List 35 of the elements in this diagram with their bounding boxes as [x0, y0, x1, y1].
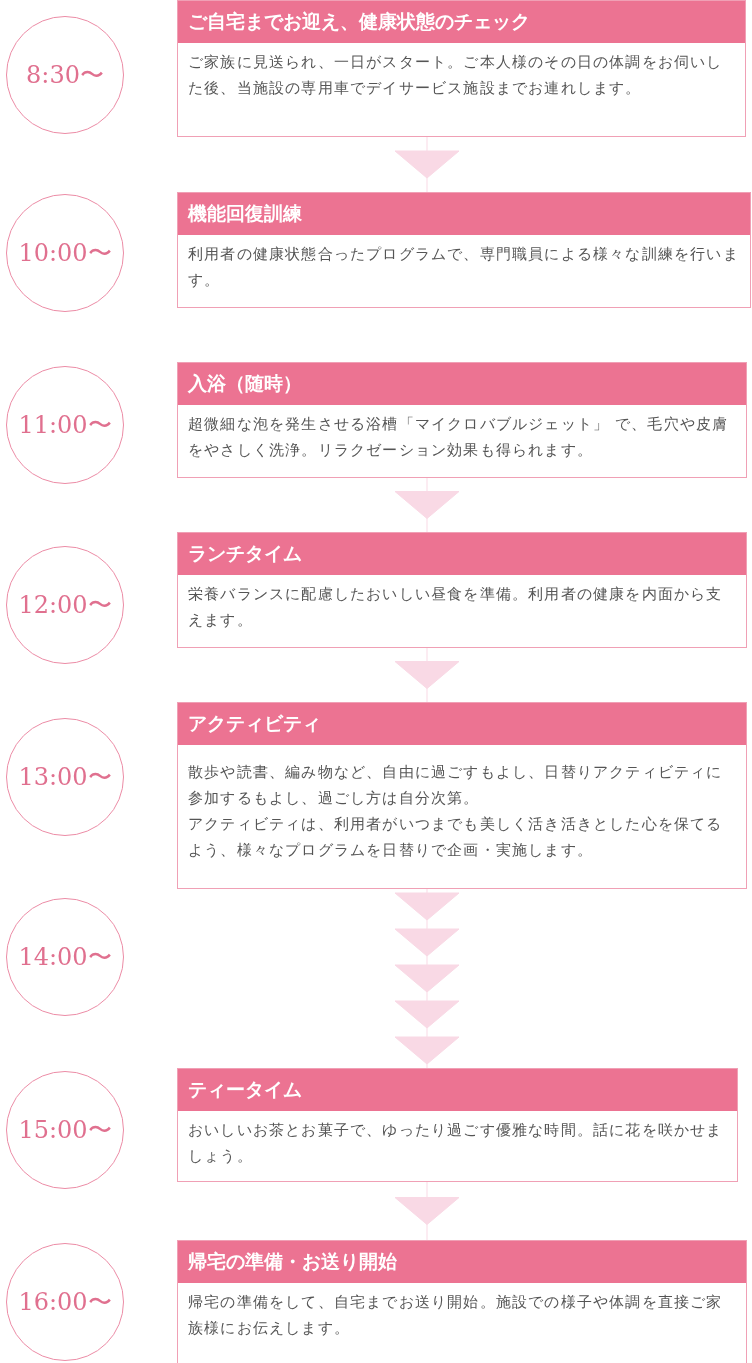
time-label: 11:00〜 — [18, 410, 112, 441]
schedule-card — [177, 362, 747, 478]
card-heading: 機能回復訓練 — [178, 193, 750, 235]
down-chevron-arrow — [394, 888, 460, 1069]
card-description: おいしいお茶とお菓子で、ゆったり過ごす優雅な時間。話に花を咲かせましょう。 — [187, 1121, 724, 1166]
card-heading: 入浴（随時） — [178, 363, 746, 405]
time-label: 13:00〜 — [18, 762, 112, 793]
down-chevron-arrow — [394, 136, 460, 193]
card-description: 帰宅の準備をして、自宅までお送り開始。施設での様子や体調を直接ご家族様にお伝えします。 — [187, 1293, 724, 1338]
card-description: 散歩や読書、編み物など、自由に過ごすもよし、日替りアクティビティに参加するもよし、過ごし方は自分次第。 — [187, 763, 724, 808]
time-label: 12:00〜 — [18, 590, 112, 621]
card-description: ご家族に見送られ、一日がスタート。ご本人様のその日の体調をお伺いした後、当施設の専用車でデイサービス施設までお連れします。 — [187, 53, 724, 98]
schedule-card — [177, 0, 746, 137]
card-heading: ランチタイム — [178, 533, 746, 575]
schedule-card — [177, 1068, 738, 1182]
card-heading: 帰宅の準備・お送り開始 — [178, 1241, 746, 1283]
card-heading: アクティビティ — [178, 703, 746, 745]
schedule-card — [177, 532, 747, 648]
card-description: 栄養バランスに配慮したおいしい昼食を準備。利用者の健康を内面から支えます。 — [187, 585, 724, 630]
schedule-card — [177, 1240, 747, 1363]
card-heading: ご自宅までお迎え、健康状態のチェック — [178, 1, 745, 43]
time-label: 10:00〜 — [18, 238, 112, 269]
schedule-card — [177, 702, 747, 889]
time-label: 8:30〜 — [26, 60, 104, 91]
card-description: 利用者の健康状態合ったプログラムで、専門職員による様々な訓練を行います。 — [187, 245, 740, 290]
time-label: 15:00〜 — [18, 1115, 112, 1146]
card-description: 超微細な泡を発生させる浴槽「マイクロバブルジェット」 で、毛穴や皮膚をやさしく洗浄。リラクゼーション効果も得られます。 — [187, 415, 730, 460]
schedule-card — [177, 192, 751, 308]
time-label: 16:00〜 — [18, 1287, 112, 1318]
down-chevron-arrow — [394, 1181, 460, 1241]
down-chevron-arrow — [394, 477, 460, 533]
card-heading: ティータイム — [178, 1069, 737, 1111]
down-chevron-arrow — [394, 647, 460, 703]
time-label: 14:00〜 — [18, 942, 112, 973]
card-description: アクティビティは、利用者がいつまでも美しく活き活きとした心を保てるよう、様々なプログラムを日替りで企画・実施します。 — [187, 815, 724, 860]
